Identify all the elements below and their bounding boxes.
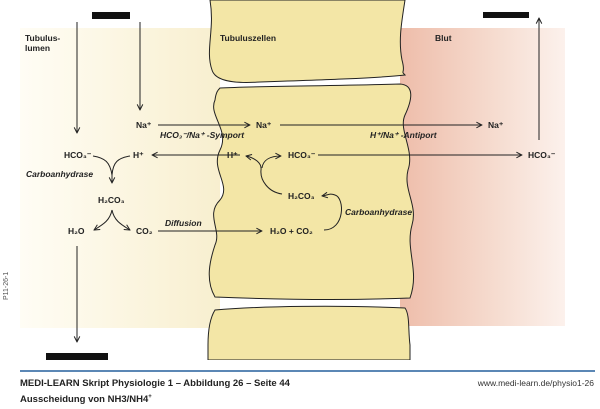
label-symport: HCO₃⁻/Na⁺ -Symport xyxy=(160,130,245,140)
hco3-blood: HCO₃⁻ xyxy=(528,150,556,160)
tubule-cell-bottom xyxy=(207,305,411,360)
curve-h2co3-split-co2 xyxy=(111,209,130,230)
h2co3-lumen: H₂CO₃ xyxy=(98,195,125,205)
label-antiport: H⁺/Na⁺ -Antiport xyxy=(370,130,438,140)
curve-hco3-h-merge xyxy=(92,155,131,183)
footer-url-link[interactable]: www.medi-learn.de/physio1-26 xyxy=(477,378,594,388)
co2-lumen: CO₂ xyxy=(136,226,153,236)
tubule-cell-middle xyxy=(208,83,414,300)
label-carboanhydrase-cell: Carboanhydrase xyxy=(345,207,412,217)
region-label-cells: Tubuluszellen xyxy=(220,33,276,43)
figure-code: P11-26-1 xyxy=(3,271,10,300)
renal-bicarbonate-diagram: Tubulus- lumen Tubuluszellen Blut Na⁺ Na… xyxy=(20,0,565,360)
h2o-co2-cell: H₂O + CO₂ xyxy=(270,226,313,236)
curve-cell-carboanhydrase xyxy=(322,194,342,231)
h-lumen: H⁺ xyxy=(133,150,144,160)
na-lumen: Na⁺ xyxy=(136,120,152,130)
region-label-lumen: Tubulus- xyxy=(25,33,60,43)
na-blood: Na⁺ xyxy=(488,120,504,130)
pixelated-label-bottom-left xyxy=(46,353,108,360)
footer-subtitle-text: Ausscheidung von NH3/NH4 xyxy=(20,394,149,406)
blood-region xyxy=(400,28,565,326)
h2o-lumen: H₂O xyxy=(68,226,85,236)
footer-divider xyxy=(20,370,595,372)
na-cell: Na⁺ xyxy=(256,120,272,130)
footer-subtitle-sup: + xyxy=(148,394,152,400)
footer-title: MEDI-LEARN Skript Physiologie 1 – Abbild… xyxy=(20,378,290,389)
hco3-lumen: HCO₃⁻ xyxy=(64,150,92,160)
region-label-lumen-2: lumen xyxy=(25,43,50,53)
curve-h2co3-to-hco3 xyxy=(261,156,281,169)
curve-h2co3-split-h2o xyxy=(94,209,113,230)
pixelated-label-top-left xyxy=(92,12,130,19)
h2co3-cell: H₂CO₃ xyxy=(288,191,315,201)
tubule-cell-top xyxy=(208,0,407,83)
pixelated-label-top-right xyxy=(483,12,529,18)
lumen-region xyxy=(20,28,220,328)
h-cell: H⁺ xyxy=(227,150,238,160)
label-diffusion: Diffusion xyxy=(165,218,202,228)
curve-h2co3-to-h xyxy=(246,156,283,195)
hco3-cell: HCO₃⁻ xyxy=(288,150,316,160)
footer-subtitle: Ausscheidung von NH3/NH4+ xyxy=(20,394,152,405)
label-carboanhydrase-lumen: Carboanhydrase xyxy=(26,169,93,179)
region-label-blood: Blut xyxy=(435,33,452,43)
